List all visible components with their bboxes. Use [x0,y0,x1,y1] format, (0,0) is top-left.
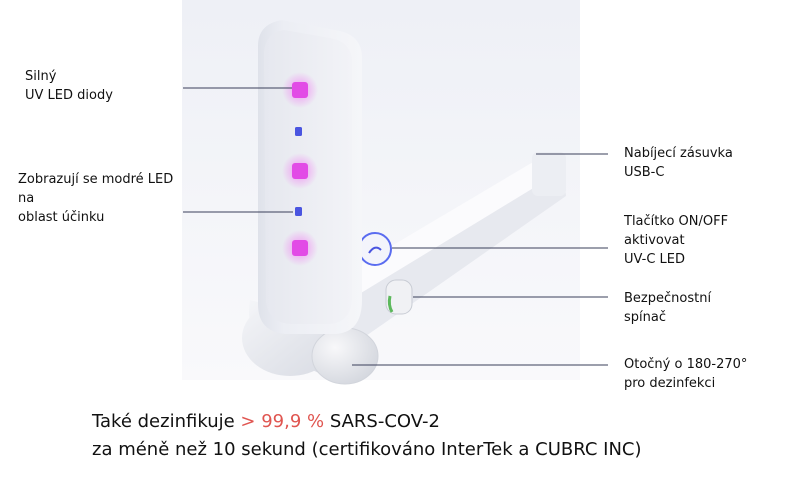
callout-uv-led-line2: UV LED diody [25,88,113,103]
callout-uv-led-line1: Silný [25,69,57,84]
callout-blue-led-line1: Zobrazují se modré LED [18,172,174,187]
caption-prefix: Také dezinfikuje [92,411,241,432]
caption: Také dezinfikuje > 99,9 % SARS-COV-2 za … [92,408,642,464]
callout-power: Tlačítko ON/OFF aktivovat UV-C LED [624,212,728,269]
uv-led-3 [282,230,318,266]
uv-led-1 [282,72,318,108]
callout-rotate-line2: pro dezinfekci [624,376,716,391]
caption-suffix: SARS-COV-2 [324,411,440,432]
uv-led-2 [282,153,318,189]
callout-safety: Bezpečnostní spínač [624,289,711,327]
rotation-knob[interactable] [311,327,379,385]
callout-usb-line2: USB-C [624,165,665,180]
callout-usb-line1: Nabíjecí zásuvka [624,146,733,161]
usb-c-port-end [532,152,566,196]
callout-power-line3: UV-C LED [624,252,686,267]
callout-blue-led-line3: oblast účinku [18,210,105,225]
callout-power-line1: Tlačítko ON/OFF [624,214,729,229]
caption-highlight: > 99,9 % [240,411,325,432]
power-button-icon [368,246,382,254]
callout-uv-led: Silný UV LED diody [25,67,113,105]
callout-power-line2: aktivovat [624,233,685,248]
callout-rotate: Otočný o 180-270° pro dezinfekci [624,355,747,393]
blue-led-2 [295,207,302,216]
callout-lines [183,87,608,366]
caption-line1: Také dezinfikuje > 99,9 % SARS-COV-2 [92,408,642,436]
callout-safety-line2: spínač [624,310,666,325]
power-button[interactable] [358,232,392,266]
callout-safety-line1: Bezpečnostní [624,291,712,306]
caption-line2: za méně než 10 sekund (certifikováno Int… [92,439,642,460]
callout-blue-led: Zobrazují se modré LED na oblast účinku [18,170,173,227]
blue-led-1 [295,127,302,136]
callout-rotate-line1: Otočný o 180-270° [624,357,748,372]
callout-blue-led-line2: na [18,191,35,206]
safety-switch [385,279,413,315]
callout-usb: Nabíjecí zásuvka USB-C [624,144,733,182]
